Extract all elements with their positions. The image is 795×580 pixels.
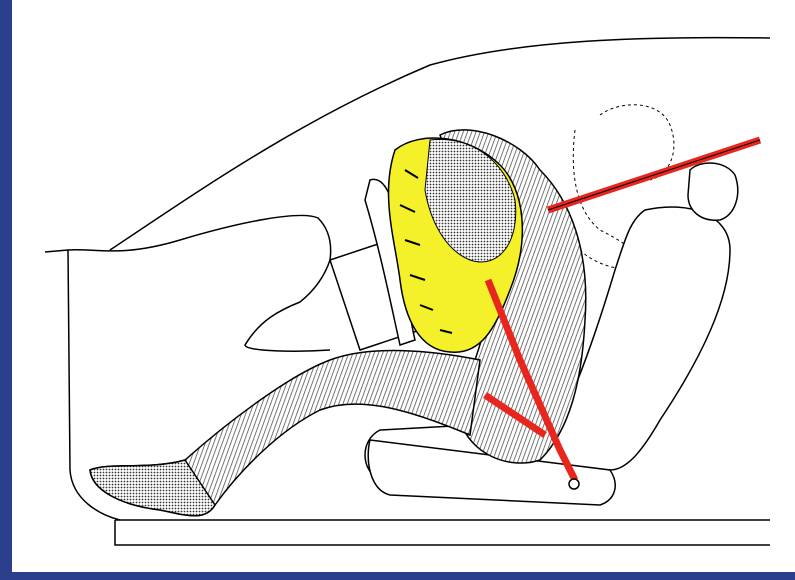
headrest	[688, 163, 738, 220]
seatbelt-buckle	[569, 479, 579, 489]
floor	[115, 520, 770, 545]
